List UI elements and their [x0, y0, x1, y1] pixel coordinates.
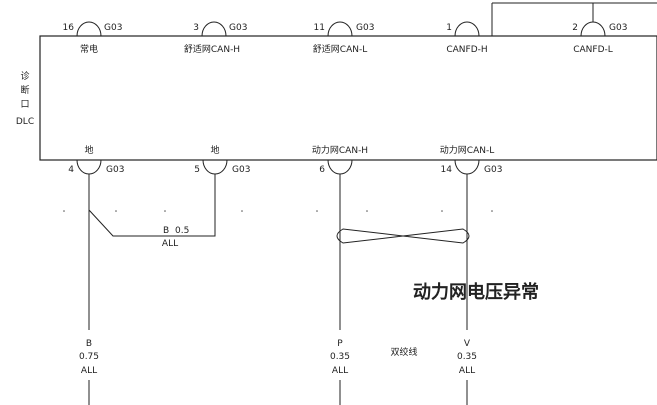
dot — [115, 210, 117, 212]
pin-number: 5 — [194, 165, 200, 175]
pin-code: G03 — [356, 23, 374, 33]
bottom-pin-4: 地 4 G03 — [68, 144, 124, 175]
wire-color: V — [464, 339, 471, 349]
wire-size: 0.35 — [457, 352, 477, 362]
pin-label: 舒适网CAN-L — [313, 43, 367, 55]
splice-wire-color: B — [163, 226, 169, 236]
top-pin-1: 1 CANFD-H — [446, 3, 493, 55]
pin-code: G03 — [484, 165, 502, 175]
twisted-pair-label: 双绞线 — [390, 346, 417, 358]
pin-label: 舒适网CAN-H — [184, 43, 240, 55]
dot — [441, 210, 443, 212]
pin-label: 动力网CAN-L — [440, 144, 494, 156]
side-label-line-1: 诊 — [20, 70, 29, 82]
bottom-pin-5: 地 5 G03 — [194, 144, 250, 175]
wire-scope: ALL — [81, 366, 97, 376]
top-pin-2: 2 G03 CANFD-L — [572, 3, 627, 55]
dot — [366, 210, 368, 212]
pin-number: 3 — [193, 23, 199, 33]
pin-connector-arc — [202, 159, 228, 175]
splice-wire-scope: ALL — [162, 239, 178, 249]
module-side-label: 诊 断 口 DLC — [16, 70, 34, 127]
wire-scope: ALL — [459, 366, 475, 376]
wire-spec-ground: B 0.75 ALL — [79, 339, 99, 376]
pin-connector-arc — [327, 21, 353, 37]
pin-label: CANFD-L — [573, 45, 613, 55]
pin-code: G03 — [232, 165, 250, 175]
ground-wire — [88, 174, 216, 405]
scan-dots — [63, 210, 493, 212]
wire-color: P — [337, 339, 343, 349]
dot — [63, 210, 65, 212]
wire-color: B — [86, 339, 92, 349]
pin-number: 2 — [572, 23, 578, 33]
twist-loop-left — [336, 228, 404, 244]
wire-scope: ALL — [332, 366, 348, 376]
dlc-module-box — [39, 35, 657, 161]
pin-label: 地 — [84, 144, 93, 156]
top-pin-16: 16 G03 常电 — [63, 21, 122, 55]
top-pin-3: 3 G03 舒适网CAN-H — [184, 21, 247, 55]
pin-number: 6 — [319, 165, 325, 175]
pin-number: 1 — [446, 23, 452, 33]
wire-spec-can-h: P 0.35 ALL — [330, 339, 350, 376]
bottom-pin-14: 动力网CAN-L 14 G03 — [440, 144, 503, 175]
pin-connector-arc — [76, 159, 102, 175]
pin-code: G03 — [106, 165, 124, 175]
pin-connector-arc — [201, 21, 227, 37]
side-label-line-2: 断 — [20, 84, 29, 96]
ground-splice-line — [88, 174, 216, 237]
pin-connector-arc — [454, 21, 480, 37]
twisted-pair-symbol — [336, 228, 470, 244]
wire-size: 0.75 — [79, 352, 99, 362]
pin-connector-arc — [580, 21, 606, 37]
splice-wire-size: 0.5 — [175, 226, 189, 236]
side-label-line-4: DLC — [16, 117, 34, 127]
dot — [316, 210, 318, 212]
top-pin-11: 11 G03 舒适网CAN-L — [313, 21, 374, 55]
twist-loop-right — [402, 228, 470, 244]
wire-spec-can-l: V 0.35 ALL — [457, 339, 477, 376]
pin-connector-arc — [454, 159, 480, 175]
dot — [164, 210, 166, 212]
pin-code: G03 — [229, 23, 247, 33]
bottom-pin-6: 动力网CAN-H 6 — [312, 144, 368, 175]
pin-label: 动力网CAN-H — [312, 144, 368, 156]
splice-wire-label: B 0.5 ALL — [162, 226, 189, 249]
side-label-line-3: 口 — [20, 100, 29, 110]
pin-code: G03 — [609, 23, 627, 33]
fault-annotation: 动力网电压异常 — [413, 281, 539, 303]
pin-label: 常电 — [80, 43, 98, 55]
wire-size: 0.35 — [330, 352, 350, 362]
pin-connector-arc — [327, 159, 353, 175]
pin-number: 16 — [63, 23, 75, 33]
pin-number: 14 — [441, 165, 453, 175]
pin-label: CANFD-H — [446, 45, 487, 55]
pin-number: 4 — [68, 165, 74, 175]
pin-code: G03 — [104, 23, 122, 33]
pin-label: 地 — [210, 144, 219, 156]
dot — [241, 210, 243, 212]
pin-connector-arc — [76, 21, 102, 37]
pin-number: 11 — [314, 23, 325, 33]
dot — [491, 210, 493, 212]
